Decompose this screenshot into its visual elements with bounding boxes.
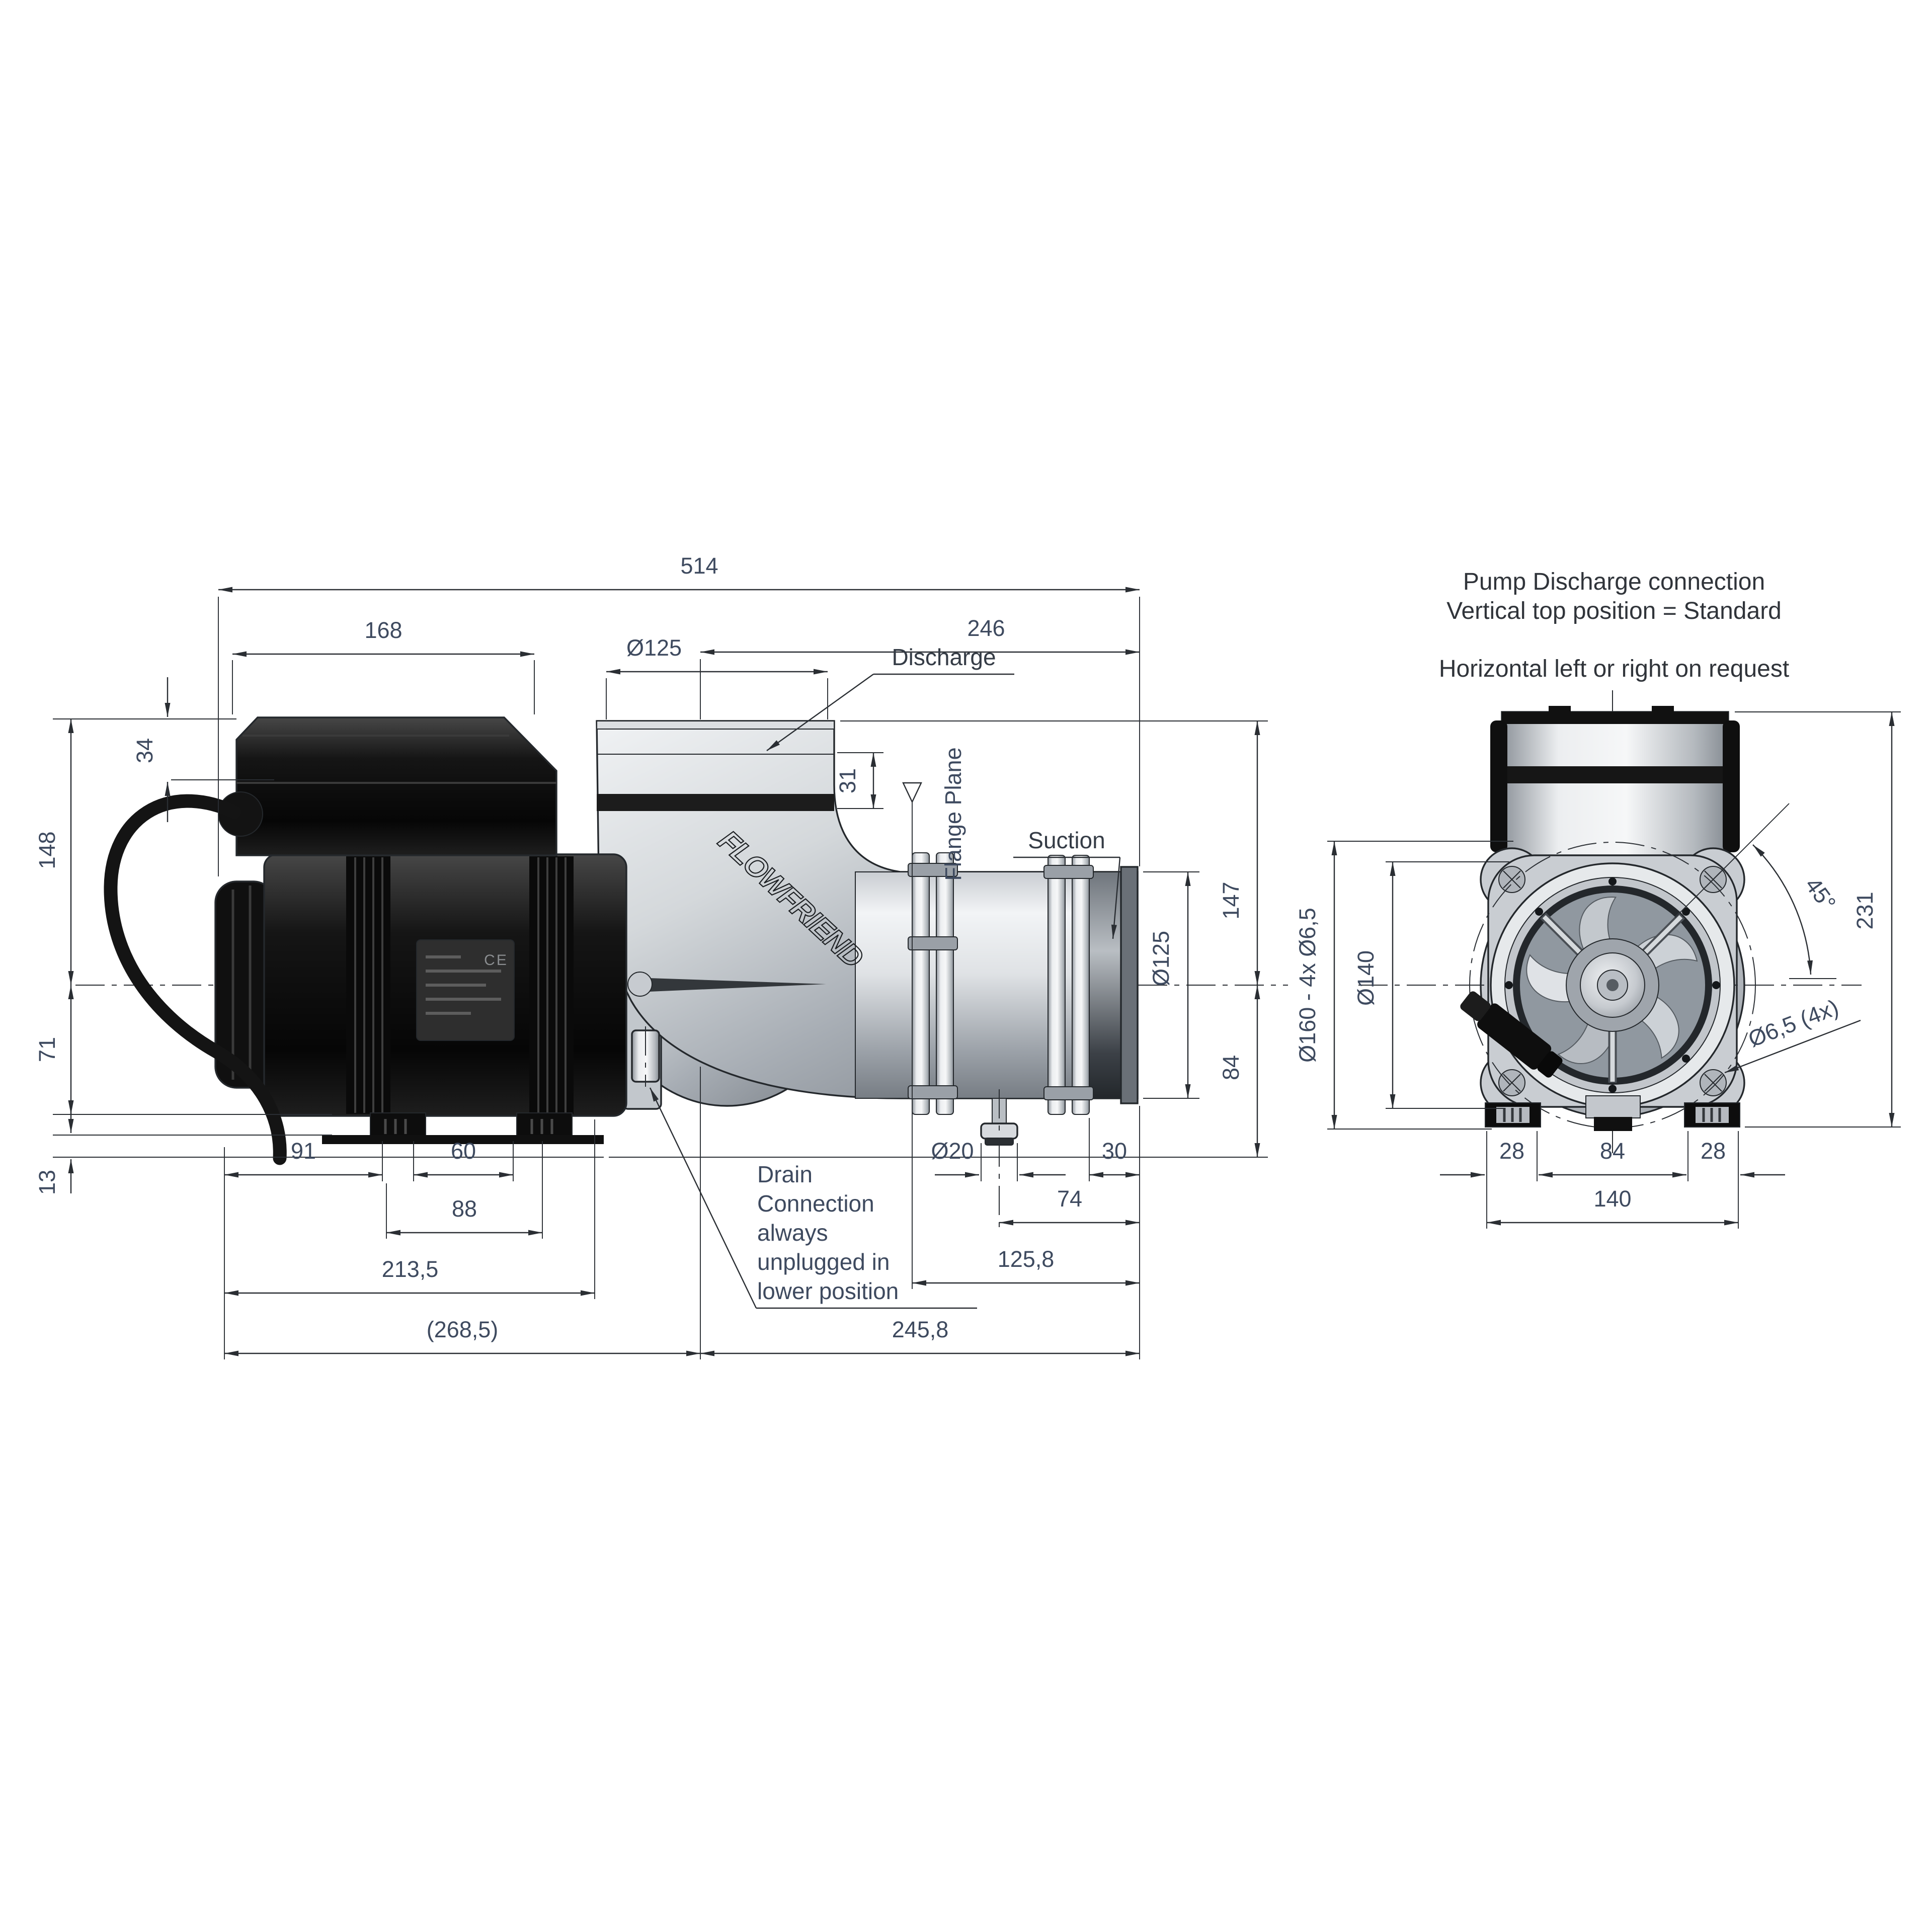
hose-clamp-right-icon [1723, 720, 1740, 852]
dim-foot-span: 88 [452, 1196, 477, 1222]
dim-total-length: 514 [680, 553, 718, 579]
dim-upper-length: 246 [967, 615, 1005, 641]
dim-box-drop: 34 [132, 738, 157, 763]
front-discharge-pipe [1490, 706, 1740, 859]
dim-center-to-foot: 71 [34, 1037, 60, 1062]
suction-end-ring [1120, 866, 1139, 1104]
drain-note-line4: unplugged in [757, 1249, 890, 1275]
drain-note-line5: lower position [757, 1278, 899, 1304]
dim-feet-span: 84 [1600, 1138, 1625, 1164]
dim-overall-left: (268,5) [427, 1317, 499, 1342]
drain-note-line3: always [757, 1220, 828, 1246]
suction-label: Suction [1028, 827, 1105, 853]
ce-mark: CE [484, 952, 508, 969]
dim-suction-diameter: Ø125 [1148, 931, 1174, 986]
hose-clamp-left-icon [1490, 720, 1507, 852]
dim-height-above-center: 148 [34, 831, 60, 869]
side-view: FLOWFRIEND CE [75, 716, 1288, 1165]
suction-flange-pair-2 [1043, 855, 1094, 1115]
header-line1: Pump Discharge connection [1463, 569, 1765, 595]
motor: CE [104, 716, 627, 1165]
dim-center-to-base: 84 [1218, 1055, 1244, 1080]
dim-base-plate: 13 [34, 1170, 60, 1195]
header-line2: Vertical top position = Standard [1446, 598, 1782, 624]
flange-plane-marker-icon [902, 782, 922, 803]
front-feet [1485, 1095, 1740, 1131]
dim-pump-length: 245,8 [892, 1317, 949, 1342]
shaft-pointer [649, 978, 826, 992]
flange-plane-label: Flange Plane [940, 747, 966, 880]
dim-discharge-diameter: Ø125 [626, 635, 682, 661]
dim-flange-to-end: 125,8 [998, 1246, 1055, 1272]
front-cable-gland [1460, 991, 1563, 1078]
drain-note-leader [649, 1087, 757, 1309]
impeller [1505, 877, 1720, 1093]
dim-base-width: 140 [1593, 1186, 1631, 1212]
front-view [1358, 690, 1862, 1153]
motor-feet [322, 1112, 604, 1144]
drain-note-line2: Connection [757, 1190, 874, 1217]
power-cable [104, 794, 287, 1165]
mounting-rail [322, 1135, 604, 1144]
dim-foot-right: 28 [1701, 1138, 1726, 1164]
dim-discharge-angle: 45° [1800, 872, 1841, 915]
dim-plug-to-end: 30 [1102, 1138, 1127, 1164]
discharge-label: Discharge [892, 644, 996, 670]
leader-hole-diameter [1724, 1019, 1861, 1074]
header-line3: Horizontal left or right on request [1439, 656, 1789, 682]
hub-screw-icon [1606, 979, 1619, 991]
flange-bolt-icon [1043, 865, 1094, 879]
volute-drain-connection [631, 1026, 660, 1087]
motor-rib-band [529, 856, 574, 1114]
drain-note: Drain Connection always unplugged in low… [649, 1087, 977, 1309]
dim-arc-45 [1752, 844, 1813, 975]
dim-foot-slot: 60 [451, 1138, 476, 1164]
dim-discharge-inset: 31 [835, 768, 860, 793]
discharge-pipe-rim [596, 720, 835, 730]
header-notes: Pump Discharge connection Vertical top p… [1439, 569, 1789, 682]
dim-foot-front: 91 [291, 1138, 316, 1164]
flange-bolt-icon [908, 863, 958, 877]
dim-foot-left: 28 [1499, 1138, 1524, 1164]
discharge-clamp-band [597, 794, 834, 811]
side-dimensions: 514 246 168 Ø125 Discharge 31 Flange Pla… [34, 553, 1268, 1359]
flange-bolt-icon [908, 936, 958, 950]
dim-hole-diameter: Ø6,5 (4x) [1745, 994, 1842, 1052]
dim-motor-length: 213,5 [382, 1256, 439, 1282]
dim-cover-diameter: Ø140 [1353, 950, 1379, 1006]
motor-rib-band [346, 856, 390, 1114]
casing-boss [627, 972, 653, 997]
discharge-leader [766, 674, 874, 751]
terminal-box [235, 716, 557, 856]
dim-total-height: 231 [1852, 892, 1878, 929]
dim-bolt-circle: Ø160 - 4x Ø6,5 [1295, 908, 1320, 1063]
dim-drain-plug-diameter: Ø20 [931, 1138, 974, 1164]
motor-nameplate [416, 939, 515, 1041]
flange-bolt-icon [908, 1085, 958, 1099]
drain-note-line1: Drain [757, 1161, 813, 1187]
dim-box-length: 168 [364, 617, 402, 643]
flange-bolt-icon [1043, 1086, 1094, 1100]
dim-center-to-top: 147 [1218, 881, 1244, 919]
dim-plug-center-to-end: 74 [1057, 1186, 1082, 1212]
suction-leader [1111, 857, 1121, 939]
suction-flange-pair-1 [908, 852, 958, 1115]
